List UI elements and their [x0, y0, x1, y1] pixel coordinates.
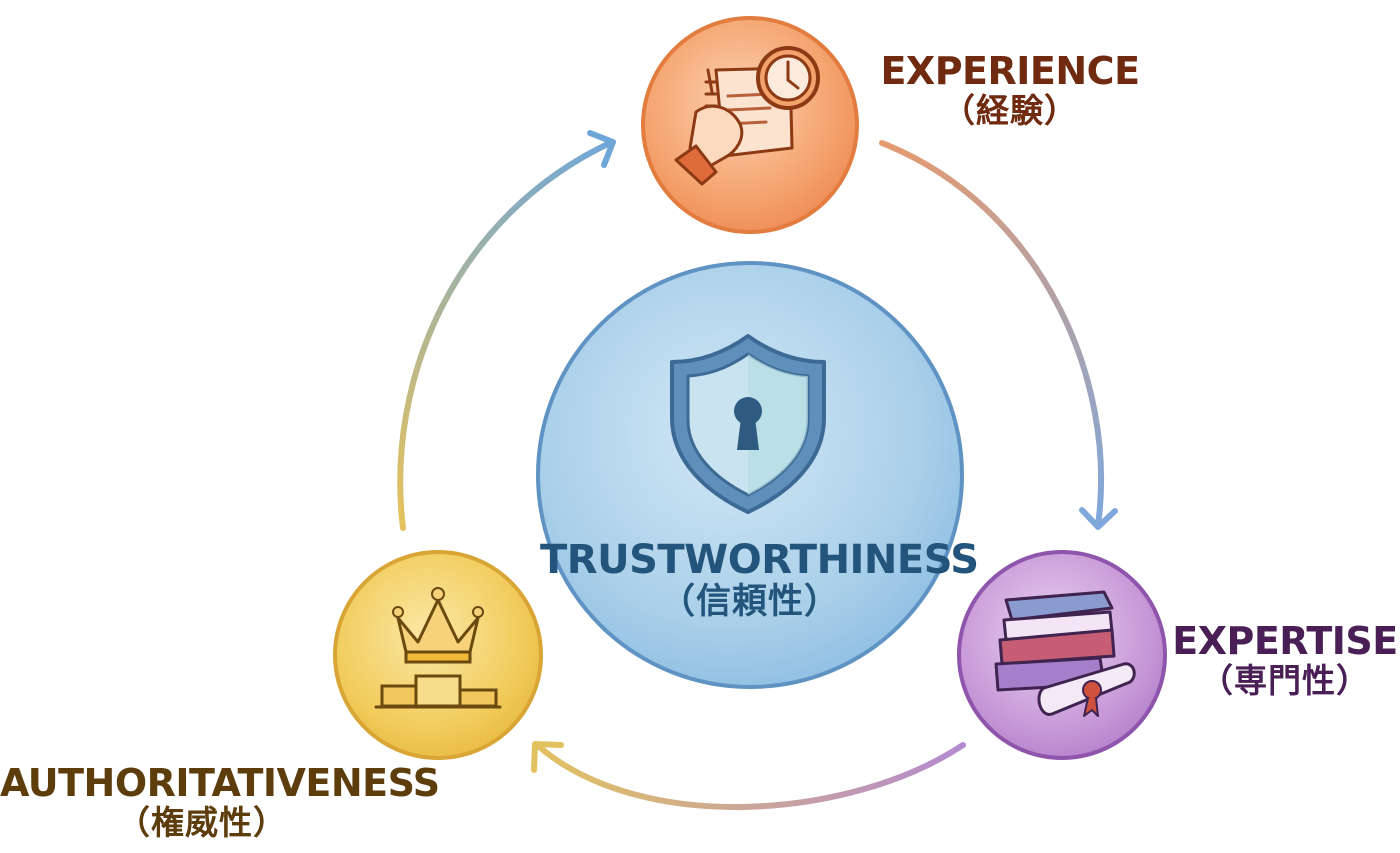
books-diploma-icon: [994, 590, 1136, 717]
expertise-title: EXPERTISE: [1172, 619, 1398, 663]
authoritativeness-label: AUTHORITATIVENESS （権威性）: [0, 761, 440, 842]
experience-subtitle: （経験）: [942, 90, 1078, 130]
shield-keyhole-icon: [670, 334, 826, 514]
authoritativeness-subtitle: （権威性）: [117, 802, 287, 842]
cycle-arrow-experience-to-expertise: [879, 140, 1118, 530]
expertise-label: EXPERTISE （専門性）: [1170, 620, 1400, 700]
authoritativeness-node: [333, 550, 543, 760]
experience-node: [641, 16, 859, 234]
expertise-subtitle: （専門性）: [1200, 660, 1370, 700]
trustworthiness-label: TRUSTWORTHINESS （信頼性）: [540, 537, 979, 622]
trustworthiness-title: TRUSTWORTHINESS: [540, 537, 979, 583]
trustworthiness-subtitle: （信頼性）: [659, 581, 840, 622]
cycle-arrow-authority-to-experience: [397, 130, 616, 531]
experience-label: EXPERIENCE （経験）: [860, 50, 1160, 130]
crown-podium-icon: [374, 587, 502, 709]
notepad-clock-icon: [674, 46, 820, 186]
trustworthiness-node: [536, 261, 964, 689]
authoritativeness-title: AUTHORITATIVENESS: [0, 761, 440, 805]
expertise-node: [957, 550, 1167, 760]
cycle-arrow-expertise-to-authority: [531, 741, 966, 810]
experience-title: EXPERIENCE: [880, 49, 1140, 93]
